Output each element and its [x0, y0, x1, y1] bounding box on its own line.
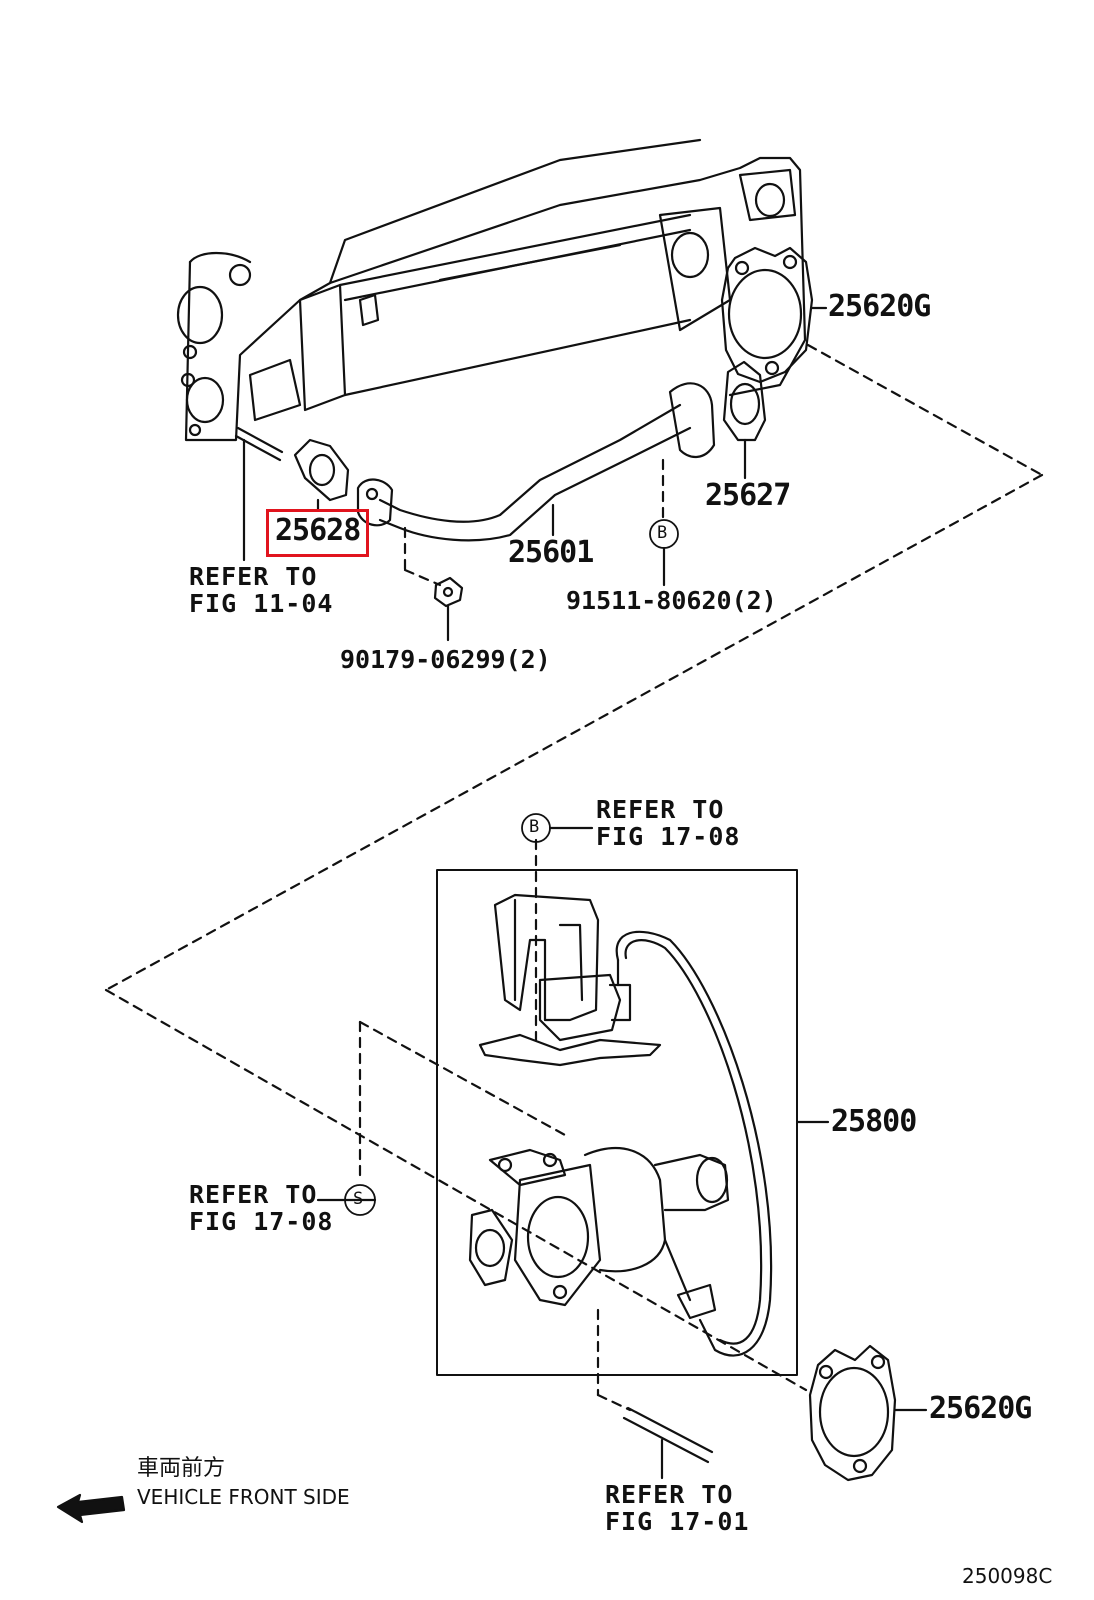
part-91511-80620[interactable]: 91511-80620(2)	[566, 586, 777, 615]
direction-label-jp: 車両前方	[137, 1456, 226, 1481]
highlight-box	[266, 509, 369, 557]
refer-fig-17-08-s[interactable]: REFER TO FIG 17-08	[189, 1181, 333, 1235]
part-25800[interactable]: 25800	[831, 1104, 917, 1139]
nut-90179-drawing	[433, 576, 464, 608]
refer-line-1: REFER TO	[189, 562, 318, 591]
refer-line-1: REFER TO	[605, 1480, 734, 1509]
part-25620g-top[interactable]: 25620G	[828, 289, 931, 324]
part-25601[interactable]: 25601	[508, 535, 594, 570]
figure-id: 250098C	[962, 1564, 1053, 1588]
stud-bottom-drawing	[622, 1406, 714, 1464]
egr-valve-drawing	[468, 1147, 730, 1320]
front-arrow-icon	[56, 1493, 126, 1524]
egr-bracket-drawing	[478, 893, 662, 1067]
refer-line-2: FIG 17-08	[596, 822, 741, 851]
part-90179-06299[interactable]: 90179-06299(2)	[340, 645, 551, 674]
refer-line-1: REFER TO	[596, 795, 725, 824]
refer-fig-17-01[interactable]: REFER TO FIG 17-01	[605, 1481, 749, 1535]
gasket-25627-drawing	[722, 360, 767, 442]
refer-fig-17-08-b[interactable]: REFER TO FIG 17-08	[596, 796, 740, 850]
refer-line-2: FIG 11-04	[189, 589, 334, 618]
gasket-25620g-bottom-drawing	[808, 1344, 897, 1482]
direction-label-en: VEHICLE FRONT SIDE	[137, 1485, 350, 1509]
refer-line-2: FIG 17-01	[605, 1507, 750, 1536]
vacuum-hose-drawing	[615, 930, 773, 1357]
refer-line-1: REFER TO	[189, 1180, 318, 1209]
marker-b-top: B	[657, 523, 668, 543]
marker-s: S	[353, 1189, 364, 1209]
part-25620g-bottom[interactable]: 25620G	[929, 1391, 1032, 1426]
egr-pipe-25601-drawing	[356, 382, 716, 542]
part-25628[interactable]: 25628	[275, 513, 361, 548]
gasket-25628-drawing	[293, 438, 350, 502]
refer-fig-11-04[interactable]: REFER TO FIG 11-04	[189, 563, 333, 617]
cylinder-head-drawing	[176, 138, 807, 442]
gasket-25620g-top-drawing	[720, 246, 814, 384]
marker-b-bottom: B	[529, 817, 540, 837]
part-25627[interactable]: 25627	[705, 478, 791, 513]
dashed-guides	[104, 343, 1044, 1412]
refer-line-2: FIG 17-08	[189, 1207, 334, 1236]
